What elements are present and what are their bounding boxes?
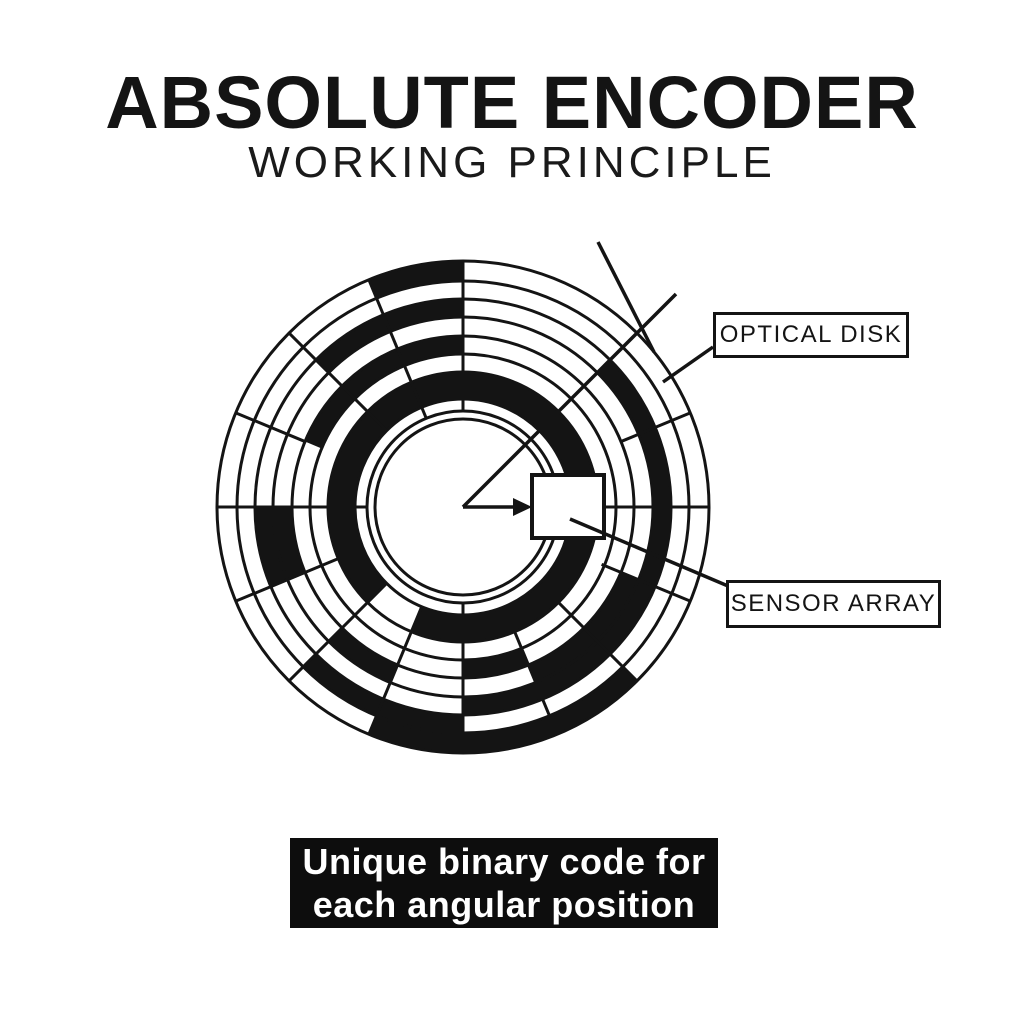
optical-disk-leader bbox=[661, 345, 715, 384]
sector-spoke bbox=[287, 582, 388, 683]
optical-disk-label: OPTICAL DISK bbox=[719, 321, 903, 348]
sector-spoke bbox=[620, 411, 691, 443]
caption-line-1: Unique binary code for bbox=[302, 841, 706, 882]
code-cell-T4 bbox=[528, 572, 639, 683]
caption-box: Unique binary code for each angular posi… bbox=[290, 838, 718, 928]
sensor-array-label-box: SENSOR ARRAY bbox=[726, 580, 941, 628]
code-cell-T5 bbox=[463, 359, 671, 715]
sector-spoke bbox=[513, 631, 559, 735]
sector-spoke bbox=[235, 411, 306, 443]
center-pointer-line bbox=[461, 292, 678, 509]
sensor-array-leader bbox=[569, 517, 729, 588]
code-cell-T1 bbox=[327, 372, 598, 603]
edge-stray-line bbox=[596, 241, 656, 353]
code-cell-T5 bbox=[315, 299, 463, 373]
sensor-array-label: SENSOR ARRAY bbox=[730, 590, 937, 617]
sector-spoke bbox=[367, 279, 428, 419]
code-cell-T4 bbox=[328, 627, 398, 683]
caption-line-2: each angular position bbox=[312, 884, 696, 925]
sector-spoke bbox=[601, 563, 691, 603]
optical-disk-label-box: OPTICAL DISK bbox=[713, 312, 909, 358]
center-arrow-head bbox=[513, 498, 532, 516]
page-subtitle: WORKING PRINCIPLE bbox=[248, 138, 776, 187]
code-cell-T7 bbox=[368, 261, 463, 299]
sector-spoke bbox=[557, 601, 639, 683]
page-title: ABSOLUTE ENCODER bbox=[105, 61, 919, 144]
sector-spoke bbox=[287, 331, 388, 432]
code-cell-T5 bbox=[255, 507, 288, 587]
code-cell-T6 bbox=[303, 654, 463, 733]
sector-spoke bbox=[367, 606, 424, 735]
sector-spoke bbox=[235, 557, 339, 603]
